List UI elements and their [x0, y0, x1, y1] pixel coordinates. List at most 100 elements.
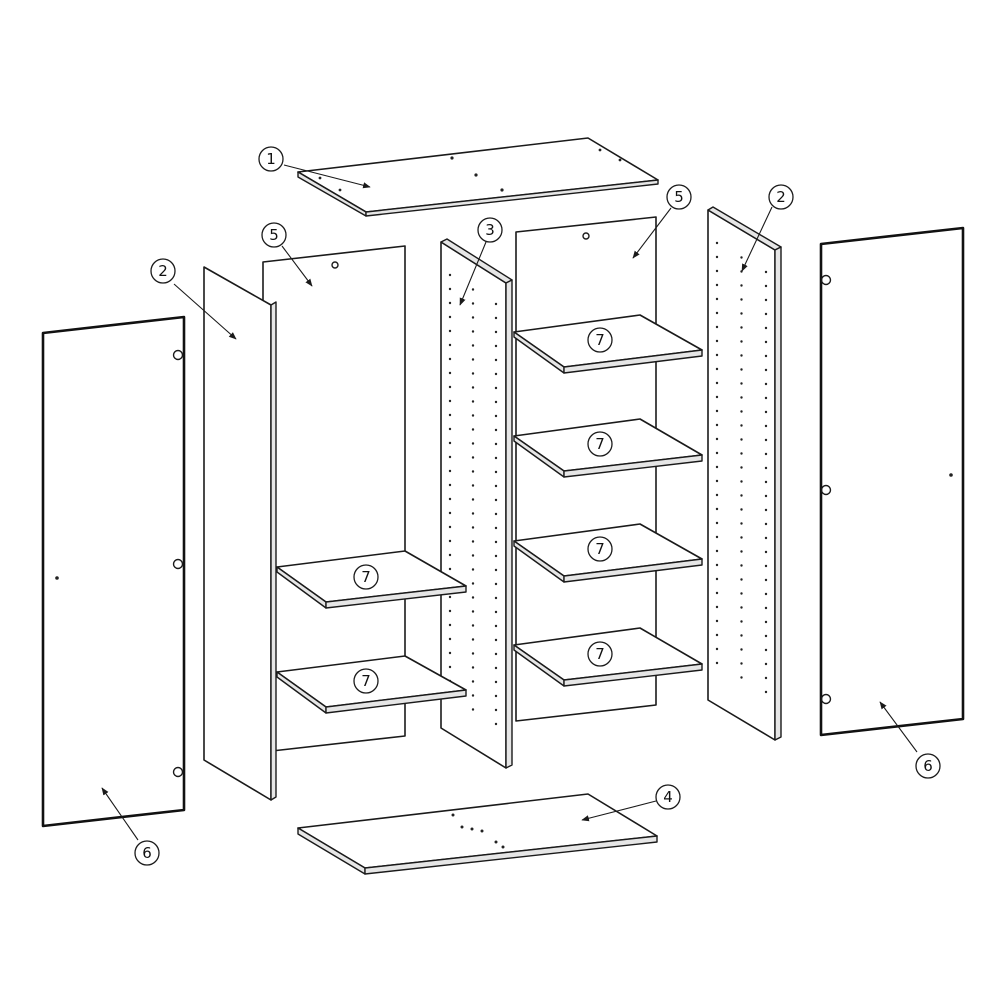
- callout-7c-label: 7: [595, 331, 605, 349]
- peg-hole: [715, 577, 719, 581]
- peg-hole: [471, 568, 475, 571]
- peg-hole: [471, 512, 475, 515]
- peg-hole: [471, 302, 475, 305]
- peg-hole: [448, 315, 452, 319]
- peg-hole: [740, 508, 743, 511]
- leader-1: [283, 164, 371, 189]
- peg-hole: [448, 539, 452, 543]
- peg-hole: [448, 511, 452, 515]
- peg-hole: [740, 326, 743, 329]
- peg-hole: [471, 414, 475, 417]
- peg-hole: [715, 437, 719, 441]
- bottom-panel: [297, 793, 658, 875]
- peg-hole: [471, 344, 475, 347]
- peg-hole: [494, 330, 498, 334]
- leader-3: [459, 241, 487, 306]
- peg-hole: [448, 399, 452, 403]
- peg-hole: [740, 382, 743, 385]
- peg-hole: [494, 652, 498, 656]
- peg-hole: [494, 582, 498, 586]
- callout-7-shelf-right-1: 7: [587, 327, 613, 353]
- peg-hole: [494, 722, 498, 726]
- peg-hole: [494, 708, 498, 712]
- peg-hole: [448, 371, 452, 375]
- peg-hole: [740, 662, 743, 665]
- peg-hole: [740, 578, 743, 581]
- peg-hole: [715, 619, 719, 623]
- peg-hole: [715, 423, 719, 427]
- peg-hole: [471, 708, 475, 711]
- peg-hole: [764, 354, 768, 358]
- peg-hole: [448, 609, 452, 613]
- peg-hole: [471, 596, 475, 599]
- peg-hole: [494, 302, 498, 306]
- callout-7-shelf-right-3: 7: [587, 536, 613, 562]
- peg-hole: [715, 381, 719, 385]
- callout-4: 4: [655, 784, 681, 810]
- peg-hole: [764, 648, 768, 652]
- leader-6-right: [879, 701, 918, 753]
- leader-2-left: [173, 283, 237, 340]
- callout-2-right-label: 2: [776, 188, 786, 206]
- peg-hole: [740, 550, 743, 553]
- peg-hole: [715, 409, 719, 413]
- peg-hole: [715, 479, 719, 483]
- peg-hole: [471, 624, 475, 627]
- callout-7-shelf-left-upper: 7: [353, 564, 379, 590]
- peg-hole: [764, 536, 768, 540]
- peg-hole: [494, 428, 498, 432]
- callout-1-label: 1: [266, 150, 276, 168]
- peg-hole: [471, 680, 475, 683]
- peg-hole: [494, 568, 498, 572]
- peg-hole: [764, 620, 768, 624]
- side-panel-left: [203, 266, 277, 801]
- peg-hole: [740, 284, 743, 287]
- peg-hole: [494, 680, 498, 684]
- peg-hole: [740, 368, 743, 371]
- peg-hole: [494, 554, 498, 558]
- peg-hole: [448, 595, 452, 599]
- peg-hole: [471, 526, 475, 529]
- peg-hole: [764, 494, 768, 498]
- peg-hole: [471, 610, 475, 613]
- peg-hole: [715, 563, 719, 567]
- peg-hole: [494, 470, 498, 474]
- peg-hole: [448, 273, 452, 277]
- peg-hole: [740, 298, 743, 301]
- peg-hole: [715, 241, 719, 245]
- peg-hole: [471, 330, 475, 333]
- peg-hole: [715, 507, 719, 511]
- peg-hole: [494, 624, 498, 628]
- peg-hole: [715, 465, 719, 469]
- peg-hole: [715, 605, 719, 609]
- callout-6-left: 6: [134, 840, 160, 866]
- peg-hole: [715, 311, 719, 315]
- peg-hole: [448, 441, 452, 445]
- peg-hole: [471, 456, 475, 459]
- callout-7a-label: 7: [361, 568, 371, 586]
- peg-hole: [494, 610, 498, 614]
- peg-hole: [764, 452, 768, 456]
- peg-hole: [740, 480, 743, 483]
- peg-hole: [448, 385, 452, 389]
- side-panel-right: [707, 206, 782, 741]
- peg-hole: [448, 553, 452, 557]
- peg-hole: [448, 469, 452, 473]
- peg-hole: [471, 554, 475, 557]
- peg-hole: [448, 301, 452, 305]
- peg-hole: [448, 637, 452, 641]
- peg-hole: [764, 564, 768, 568]
- peg-hole: [764, 326, 768, 330]
- peg-hole: [448, 651, 452, 655]
- peg-hole: [448, 483, 452, 487]
- peg-hole: [740, 354, 743, 357]
- peg-hole: [494, 386, 498, 390]
- peg-hole: [448, 357, 452, 361]
- peg-hole: [471, 638, 475, 641]
- peg-hole: [764, 284, 768, 288]
- peg-hole: [715, 395, 719, 399]
- peg-hole: [715, 647, 719, 651]
- callout-5-right: 5: [666, 184, 692, 210]
- peg-hole: [715, 325, 719, 329]
- callout-6-right-label: 6: [923, 757, 933, 775]
